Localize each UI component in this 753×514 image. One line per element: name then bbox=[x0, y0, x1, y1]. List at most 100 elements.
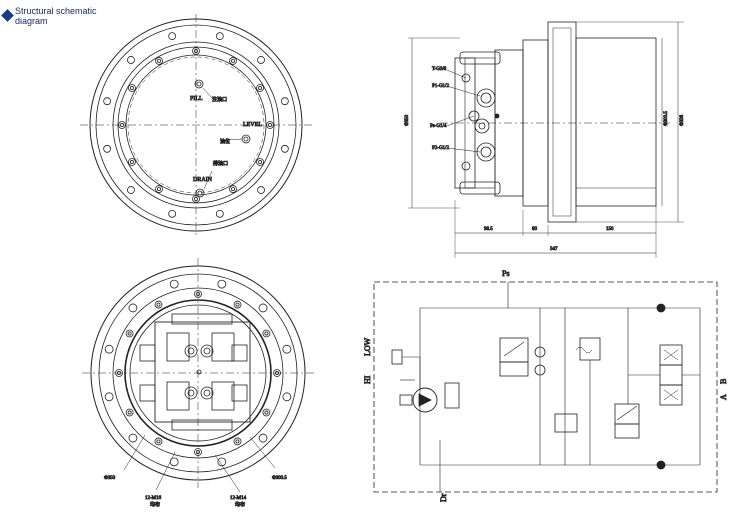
bolt-hole-inner bbox=[129, 160, 134, 164]
bolt-hole bbox=[125, 329, 134, 338]
drain-cn-label: 排油口 bbox=[213, 160, 228, 167]
bolt-hole bbox=[257, 56, 265, 64]
top-right-side-view bbox=[408, 21, 684, 258]
bolt-hole bbox=[273, 369, 281, 377]
top-left-end-view bbox=[80, 14, 312, 236]
bolt-hole-inner bbox=[235, 302, 240, 307]
bolt-hole bbox=[104, 392, 114, 402]
bolt-hole bbox=[154, 300, 163, 309]
port-p1-label: P1-G1/2 bbox=[432, 84, 449, 89]
bolt-hole bbox=[257, 186, 265, 194]
dim-150-label: 150 bbox=[606, 227, 614, 232]
bolt-hole-inner bbox=[194, 49, 198, 53]
bolt-hole bbox=[192, 195, 200, 203]
bolt-hole-inner bbox=[156, 439, 161, 444]
bolt-hole-inner bbox=[264, 331, 269, 336]
bolt-hole bbox=[168, 32, 177, 41]
bolt-hole-inner bbox=[258, 160, 263, 164]
bolt-hole-inner bbox=[120, 123, 124, 127]
bolt-hole bbox=[217, 457, 227, 467]
bolt-hole bbox=[128, 84, 136, 92]
bolt-hole bbox=[168, 209, 177, 218]
level-label: LEVEL bbox=[243, 122, 262, 128]
b-port-label: B bbox=[719, 379, 728, 384]
bolt-hole bbox=[233, 437, 242, 446]
bolt-hole bbox=[215, 209, 224, 218]
hydraulic-schematic bbox=[373, 281, 718, 493]
bolt-hole bbox=[194, 448, 202, 456]
bolt-hole bbox=[192, 47, 200, 55]
bolt-hole bbox=[280, 97, 289, 106]
bl-bolt1-label: 12-M16 bbox=[145, 496, 162, 501]
bolt-hole bbox=[262, 329, 271, 338]
bolt-hole bbox=[262, 408, 271, 417]
bolt-hole-inner bbox=[196, 292, 200, 296]
bolt-hole-inner bbox=[231, 58, 235, 63]
hi-label: HI bbox=[363, 375, 372, 384]
bl-bolt2-cn-label: 均布 bbox=[235, 501, 245, 508]
bolt-hole-inner bbox=[127, 410, 132, 415]
diagram-tag: Structural schematic diagram bbox=[0, 6, 125, 26]
level-cn-label: 油位 bbox=[220, 138, 230, 145]
bolt-hole-inner bbox=[275, 371, 279, 375]
ps-port-label: Ps bbox=[502, 269, 510, 278]
bolt-hole bbox=[125, 408, 134, 417]
bolt-hole bbox=[104, 344, 114, 354]
bolt-hole bbox=[233, 300, 242, 309]
bolt-hole bbox=[258, 303, 268, 313]
bolt-hole-inner bbox=[231, 187, 235, 192]
low-label: LOW bbox=[363, 337, 372, 356]
bl-bolt1-cn-label: 均布 bbox=[150, 501, 160, 508]
bottom-left-end-view bbox=[82, 258, 314, 493]
bolt-hole bbox=[127, 186, 135, 194]
a-port-label: A bbox=[719, 394, 728, 400]
bolt-hole bbox=[282, 392, 292, 402]
bolt-hole bbox=[282, 344, 292, 354]
bl-bolt2-label: 12-M14 bbox=[230, 496, 247, 501]
bolt-hole bbox=[128, 303, 138, 313]
bolt-hole bbox=[154, 437, 163, 446]
bolt-hole-inner bbox=[157, 187, 161, 192]
bolt-hole-inner bbox=[156, 302, 161, 307]
drain-label: DRAIN bbox=[193, 177, 213, 183]
bolt-hole-inner bbox=[127, 331, 132, 336]
port-ps-label: Ps-G1/4 bbox=[430, 124, 447, 129]
fill-cn-label: 注油口 bbox=[212, 96, 227, 103]
bolt-hole bbox=[215, 32, 224, 41]
bolt-hole bbox=[155, 185, 163, 193]
bolt-hole-inner bbox=[129, 86, 134, 90]
port-t-label: T-G3/8 bbox=[432, 67, 447, 72]
bolt-hole-inner bbox=[194, 197, 198, 201]
bolt-hole bbox=[229, 57, 237, 65]
bolt-hole bbox=[169, 279, 179, 289]
fill-label: FILL bbox=[190, 96, 203, 102]
bolt-hole bbox=[128, 158, 136, 166]
bolt-hole bbox=[258, 433, 268, 443]
bolt-hole bbox=[256, 84, 264, 92]
bolt-hole-inner bbox=[117, 371, 121, 375]
bolt-hole bbox=[266, 121, 274, 129]
bolt-hole-inner bbox=[196, 450, 200, 454]
bl-dia-300-label: Φ300.5 bbox=[272, 476, 287, 481]
right-dia1-label: Φ300.5 bbox=[664, 111, 669, 126]
bolt-hole-inner bbox=[264, 410, 269, 415]
dim-80-label: 80 bbox=[532, 227, 538, 232]
bolt-hole bbox=[217, 279, 227, 289]
bl-dia-350-label: Φ350 bbox=[104, 476, 116, 481]
bolt-hole bbox=[128, 433, 138, 443]
bolt-hole-inner bbox=[258, 86, 263, 90]
bolt-hole bbox=[115, 369, 123, 377]
bolt-hole-inner bbox=[268, 123, 272, 127]
bolt-hole bbox=[103, 144, 112, 153]
port-p2-label: P2-G1/2 bbox=[432, 146, 449, 151]
bolt-hole-inner bbox=[157, 58, 161, 63]
tag-text: Structural schematic diagram bbox=[15, 6, 97, 26]
bolt-hole bbox=[194, 290, 202, 298]
bolt-hole bbox=[118, 121, 126, 129]
left-dia-label: Φ350 bbox=[405, 114, 410, 126]
dim-347-label: 347 bbox=[550, 247, 558, 252]
bolt-hole bbox=[280, 144, 289, 153]
bolt-hole-inner bbox=[235, 439, 240, 444]
dim-98-label: 98.5 bbox=[484, 227, 493, 232]
